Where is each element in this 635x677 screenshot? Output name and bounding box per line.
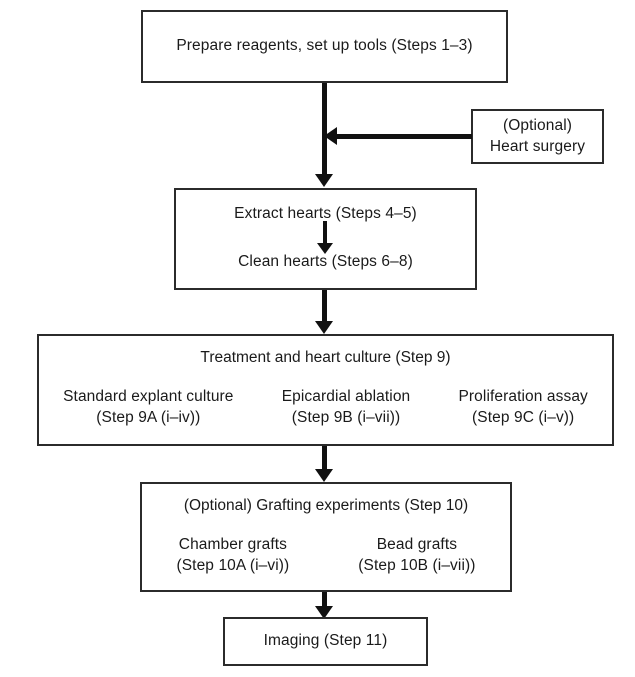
treatment-option-proliferation-assay[interactable]: Proliferation assay (Step 9C (i–v))	[458, 387, 587, 428]
connector-grafting-to-imaging-arrowhead	[315, 606, 333, 619]
node-imaging-label: Imaging (Step 11)	[263, 632, 388, 650]
grafting-option-chamber-grafts-name: Chamber grafts	[178, 536, 288, 554]
treatment-option-proliferation-assay-steps: (Step 9C (i–v))	[472, 408, 575, 426]
grafting-option-bead-grafts-name: Bead grafts	[376, 536, 458, 554]
treatment-option-standard-explant-culture-steps: (Step 9A (i–iv))	[96, 408, 201, 426]
grafting-option-chamber-grafts-steps: (Step 10A (i–vi))	[176, 556, 290, 574]
connector-grafting-to-imaging-line	[322, 592, 327, 610]
grafting-option-bead-grafts[interactable]: Bead grafts (Step 10B (i–vii))	[358, 535, 475, 576]
node-extract-hearts-label: Extract hearts (Steps 4–5)	[234, 205, 417, 222]
connector-extract-to-clean-line	[323, 221, 327, 245]
node-grafting-title: (Optional) Grafting experiments (Step 10…	[183, 497, 469, 514]
connector-hearts-to-treatment-arrowhead	[315, 321, 333, 334]
node-prepare-reagents-label: Prepare reagents, set up tools (Steps 1–…	[176, 37, 473, 55]
node-treatment-heart-culture[interactable]: Treatment and heart culture (Step 9) Sta…	[37, 334, 614, 446]
node-grafting-experiments[interactable]: (Optional) Grafting experiments (Step 10…	[140, 482, 512, 592]
treatment-option-standard-explant-culture[interactable]: Standard explant culture (Step 9A (i–iv)…	[63, 387, 233, 428]
node-clean-hearts-label: Clean hearts (Steps 6–8)	[238, 252, 413, 270]
node-treatment-title: Treatment and heart culture (Step 9)	[200, 349, 451, 366]
node-imaging[interactable]: Imaging (Step 11)	[223, 617, 428, 666]
connector-hearts-to-treatment-line	[322, 290, 327, 323]
node-optional-heart-surgery[interactable]: (Optional) Heart surgery	[471, 109, 604, 164]
grafting-options-row: Chamber grafts (Step 10A (i–vi)) Bead gr…	[114, 535, 538, 576]
connector-surgery-to-spine-arrowhead	[324, 127, 337, 145]
treatment-option-epicardial-ablation-steps: (Step 9B (i–vii))	[291, 408, 401, 426]
grafting-option-chamber-grafts[interactable]: Chamber grafts (Step 10A (i–vi))	[176, 535, 289, 576]
node-optional-heart-surgery-line1: (Optional)	[502, 117, 573, 135]
connector-extract-to-clean-arrowhead	[317, 243, 333, 254]
connector-treatment-to-grafting-arrowhead	[315, 469, 333, 482]
treatment-option-epicardial-ablation-name: Epicardial ablation	[281, 388, 411, 406]
connector-surgery-to-spine-line	[337, 134, 472, 139]
grafting-option-bead-grafts-steps: (Step 10B (i–vii))	[358, 556, 476, 574]
connector-treatment-to-grafting-line	[322, 446, 327, 470]
node-optional-heart-surgery-line2: Heart surgery	[489, 137, 586, 155]
treatment-option-proliferation-assay-name: Proliferation assay	[458, 388, 588, 406]
treatment-options-row: Standard explant culture (Step 9A (i–iv)…	[39, 387, 612, 428]
treatment-option-standard-explant-culture-name: Standard explant culture	[63, 388, 234, 406]
treatment-option-epicardial-ablation[interactable]: Epicardial ablation (Step 9B (i–vii))	[282, 387, 411, 428]
node-prepare-reagents[interactable]: Prepare reagents, set up tools (Steps 1–…	[141, 10, 508, 83]
connector-prepare-to-extract-arrowhead	[315, 174, 333, 187]
